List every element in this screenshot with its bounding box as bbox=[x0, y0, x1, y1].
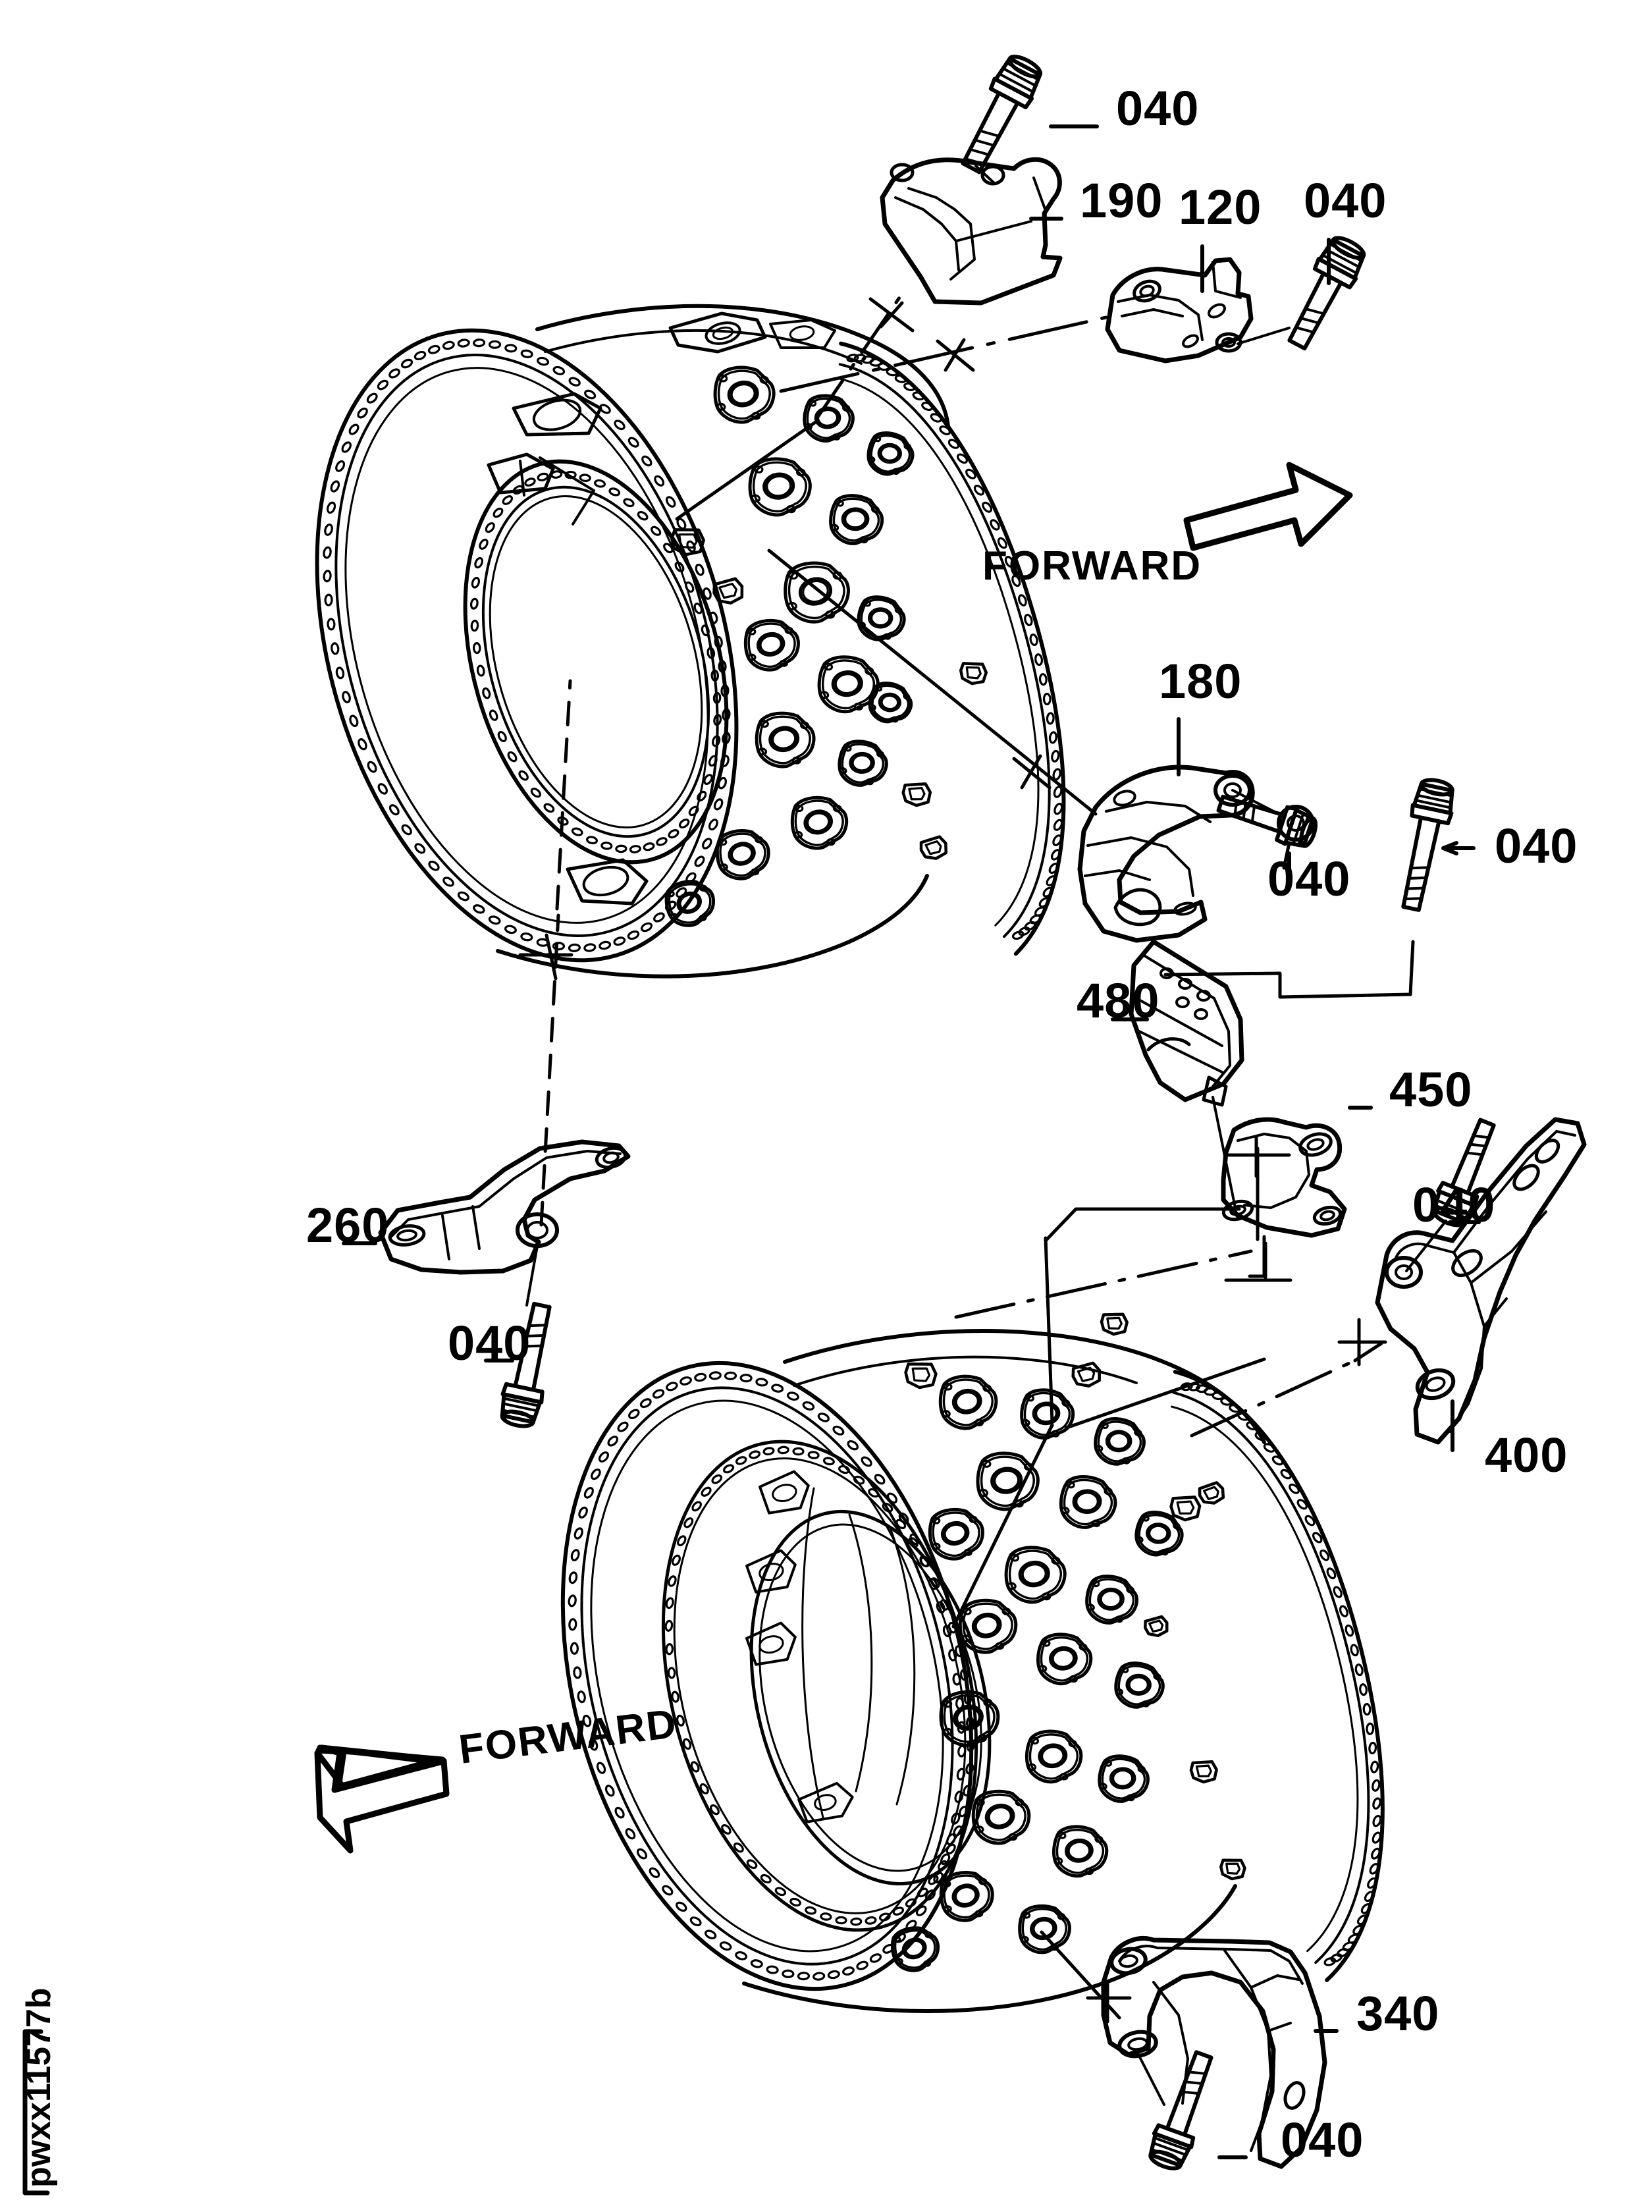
boss-pad-l17 bbox=[939, 1871, 994, 1922]
boss-pad-u13 bbox=[868, 682, 913, 724]
boss-pad-l11 bbox=[1114, 1661, 1165, 1709]
boss-pad-l18 bbox=[1018, 1904, 1071, 1955]
machined-lug-u4 bbox=[919, 835, 948, 860]
boss-pad-u9 bbox=[755, 711, 816, 769]
boss-pad-u11 bbox=[790, 796, 849, 850]
callout-340-c14: 340 bbox=[1356, 1986, 1439, 2041]
callout-480-c8: 480 bbox=[1077, 973, 1159, 1028]
boss-pad-u0 bbox=[713, 365, 776, 424]
part-120-bracket bbox=[1105, 257, 1254, 364]
callout-040-c6: 040 bbox=[1267, 851, 1350, 906]
machined-lug-u1 bbox=[712, 577, 744, 605]
boss-pad-l13 bbox=[1025, 1729, 1083, 1784]
machined-lug-l3 bbox=[1169, 1496, 1202, 1522]
part-340-bracket bbox=[1101, 1936, 1327, 2169]
part-040-bolt-c12 bbox=[1405, 1118, 1496, 1272]
boss-pad-l19 bbox=[890, 1926, 940, 1972]
boss-pad-l6 bbox=[928, 1508, 984, 1561]
boss-pad-u3 bbox=[748, 457, 812, 517]
lower-diffuser-case bbox=[560, 1312, 1385, 2013]
boss-pad-u6 bbox=[857, 595, 906, 641]
small-lugs bbox=[904, 1312, 1246, 1881]
leader-lines bbox=[342, 124, 1481, 2159]
boss-pad-u10 bbox=[838, 740, 888, 787]
boss-pad-l15 bbox=[971, 1789, 1031, 1845]
part-040-bolt-top bbox=[961, 55, 1043, 184]
machined-lug-l7 bbox=[1144, 1615, 1169, 1638]
forward-label-lower: FORWARD bbox=[456, 1701, 679, 1773]
part-260-bracket bbox=[378, 1139, 631, 1275]
boss-pad-l16 bbox=[1052, 1825, 1109, 1878]
callout-040-c11: 040 bbox=[448, 1316, 531, 1370]
boss-pad-l4 bbox=[1059, 1474, 1117, 1529]
part-450-bracket bbox=[1212, 1096, 1347, 1238]
machined-lug-u2 bbox=[959, 662, 988, 686]
machined-lug-l6 bbox=[1219, 1858, 1246, 1881]
boss-pad-l5 bbox=[1134, 1511, 1184, 1557]
callout-040-c4: 040 bbox=[1304, 173, 1387, 228]
callout-120-c3: 120 bbox=[1179, 180, 1262, 234]
callout-400-c13: 400 bbox=[1485, 1428, 1568, 1482]
top-mount-pad bbox=[668, 311, 836, 354]
part-040-bolt-c11 bbox=[500, 1245, 552, 1428]
boss-pad-l3 bbox=[976, 1451, 1040, 1511]
part-400-bracket bbox=[1375, 1117, 1587, 1445]
boss-pad-u14 bbox=[664, 880, 716, 927]
boss-pads bbox=[664, 365, 915, 927]
boss-pad-u8 bbox=[817, 655, 880, 714]
machined-lug-l2 bbox=[1100, 1312, 1129, 1336]
boss-pad-u5 bbox=[784, 561, 850, 624]
forward-label-upper: FORWARD bbox=[982, 543, 1202, 589]
machined-lug-l1 bbox=[1071, 1361, 1102, 1388]
boss-pad-l0 bbox=[938, 1374, 998, 1430]
boss-pad-l8 bbox=[1085, 1575, 1138, 1625]
front-face-pad bbox=[566, 858, 649, 905]
boss-pad-l10 bbox=[1036, 1632, 1093, 1686]
machined-lug-l0 bbox=[904, 1362, 938, 1389]
callout-450-c9: 450 bbox=[1389, 1062, 1472, 1117]
callout-190-c2: 190 bbox=[1080, 173, 1163, 228]
part-040-bolt-c6 bbox=[1216, 789, 1318, 870]
part-040-bolt-c4 bbox=[1237, 236, 1366, 351]
forward-marker-lower: FORWARD bbox=[314, 1701, 679, 1854]
callout-040-c1: 040 bbox=[1116, 81, 1199, 136]
callout-labels: 040 190 120 040 180 040 040 480 450 260 040 040 400 3… bbox=[306, 81, 1578, 2167]
callout-040-c15: 040 bbox=[1281, 2113, 1364, 2167]
boss-pad-u2 bbox=[866, 431, 915, 476]
callout-180-c5: 180 bbox=[1159, 654, 1242, 709]
forward-marker-upper: FORWARD bbox=[982, 462, 1353, 589]
boss-pad-u12 bbox=[715, 829, 770, 880]
boss-pad-u4 bbox=[829, 494, 884, 545]
part-480-bracket bbox=[1129, 939, 1244, 1107]
part-190-bracket bbox=[880, 157, 1063, 306]
callout-260-c10: 260 bbox=[306, 1198, 389, 1253]
boss-pad-l9 bbox=[958, 1598, 1018, 1654]
small-lugs bbox=[670, 528, 988, 860]
boss-pad-l12 bbox=[939, 1690, 1000, 1747]
callout-040-c7: 040 bbox=[1495, 819, 1578, 873]
boss-pads bbox=[890, 1374, 1184, 1972]
upper-diffuser-case bbox=[315, 304, 1066, 979]
figure-id-block: pwxx11577b bbox=[20, 1987, 58, 2196]
machined-lug-l5 bbox=[1189, 1760, 1218, 1784]
machined-lug-u0 bbox=[670, 528, 705, 556]
callout-040-c12: 040 bbox=[1412, 1177, 1495, 1232]
part-040-bolt-c7 bbox=[1163, 778, 1454, 999]
machined-lug-u3 bbox=[901, 782, 932, 807]
boss-pad-u7 bbox=[743, 619, 800, 672]
boss-pad-l7 bbox=[1004, 1546, 1067, 1604]
part-040-bolt-c15 bbox=[1136, 2050, 1213, 2171]
boss-pad-l2 bbox=[1094, 1417, 1146, 1466]
assembly-reference-lines bbox=[518, 296, 1387, 2024]
boss-pad-l14 bbox=[1098, 1754, 1150, 1803]
machined-lug-l4 bbox=[1198, 1481, 1225, 1505]
front-flange-pad bbox=[512, 392, 602, 437]
figure-id: pwxx11577b bbox=[20, 1987, 58, 2188]
part-180-bracket bbox=[1077, 765, 1255, 943]
bore-fittings bbox=[745, 1470, 916, 1823]
